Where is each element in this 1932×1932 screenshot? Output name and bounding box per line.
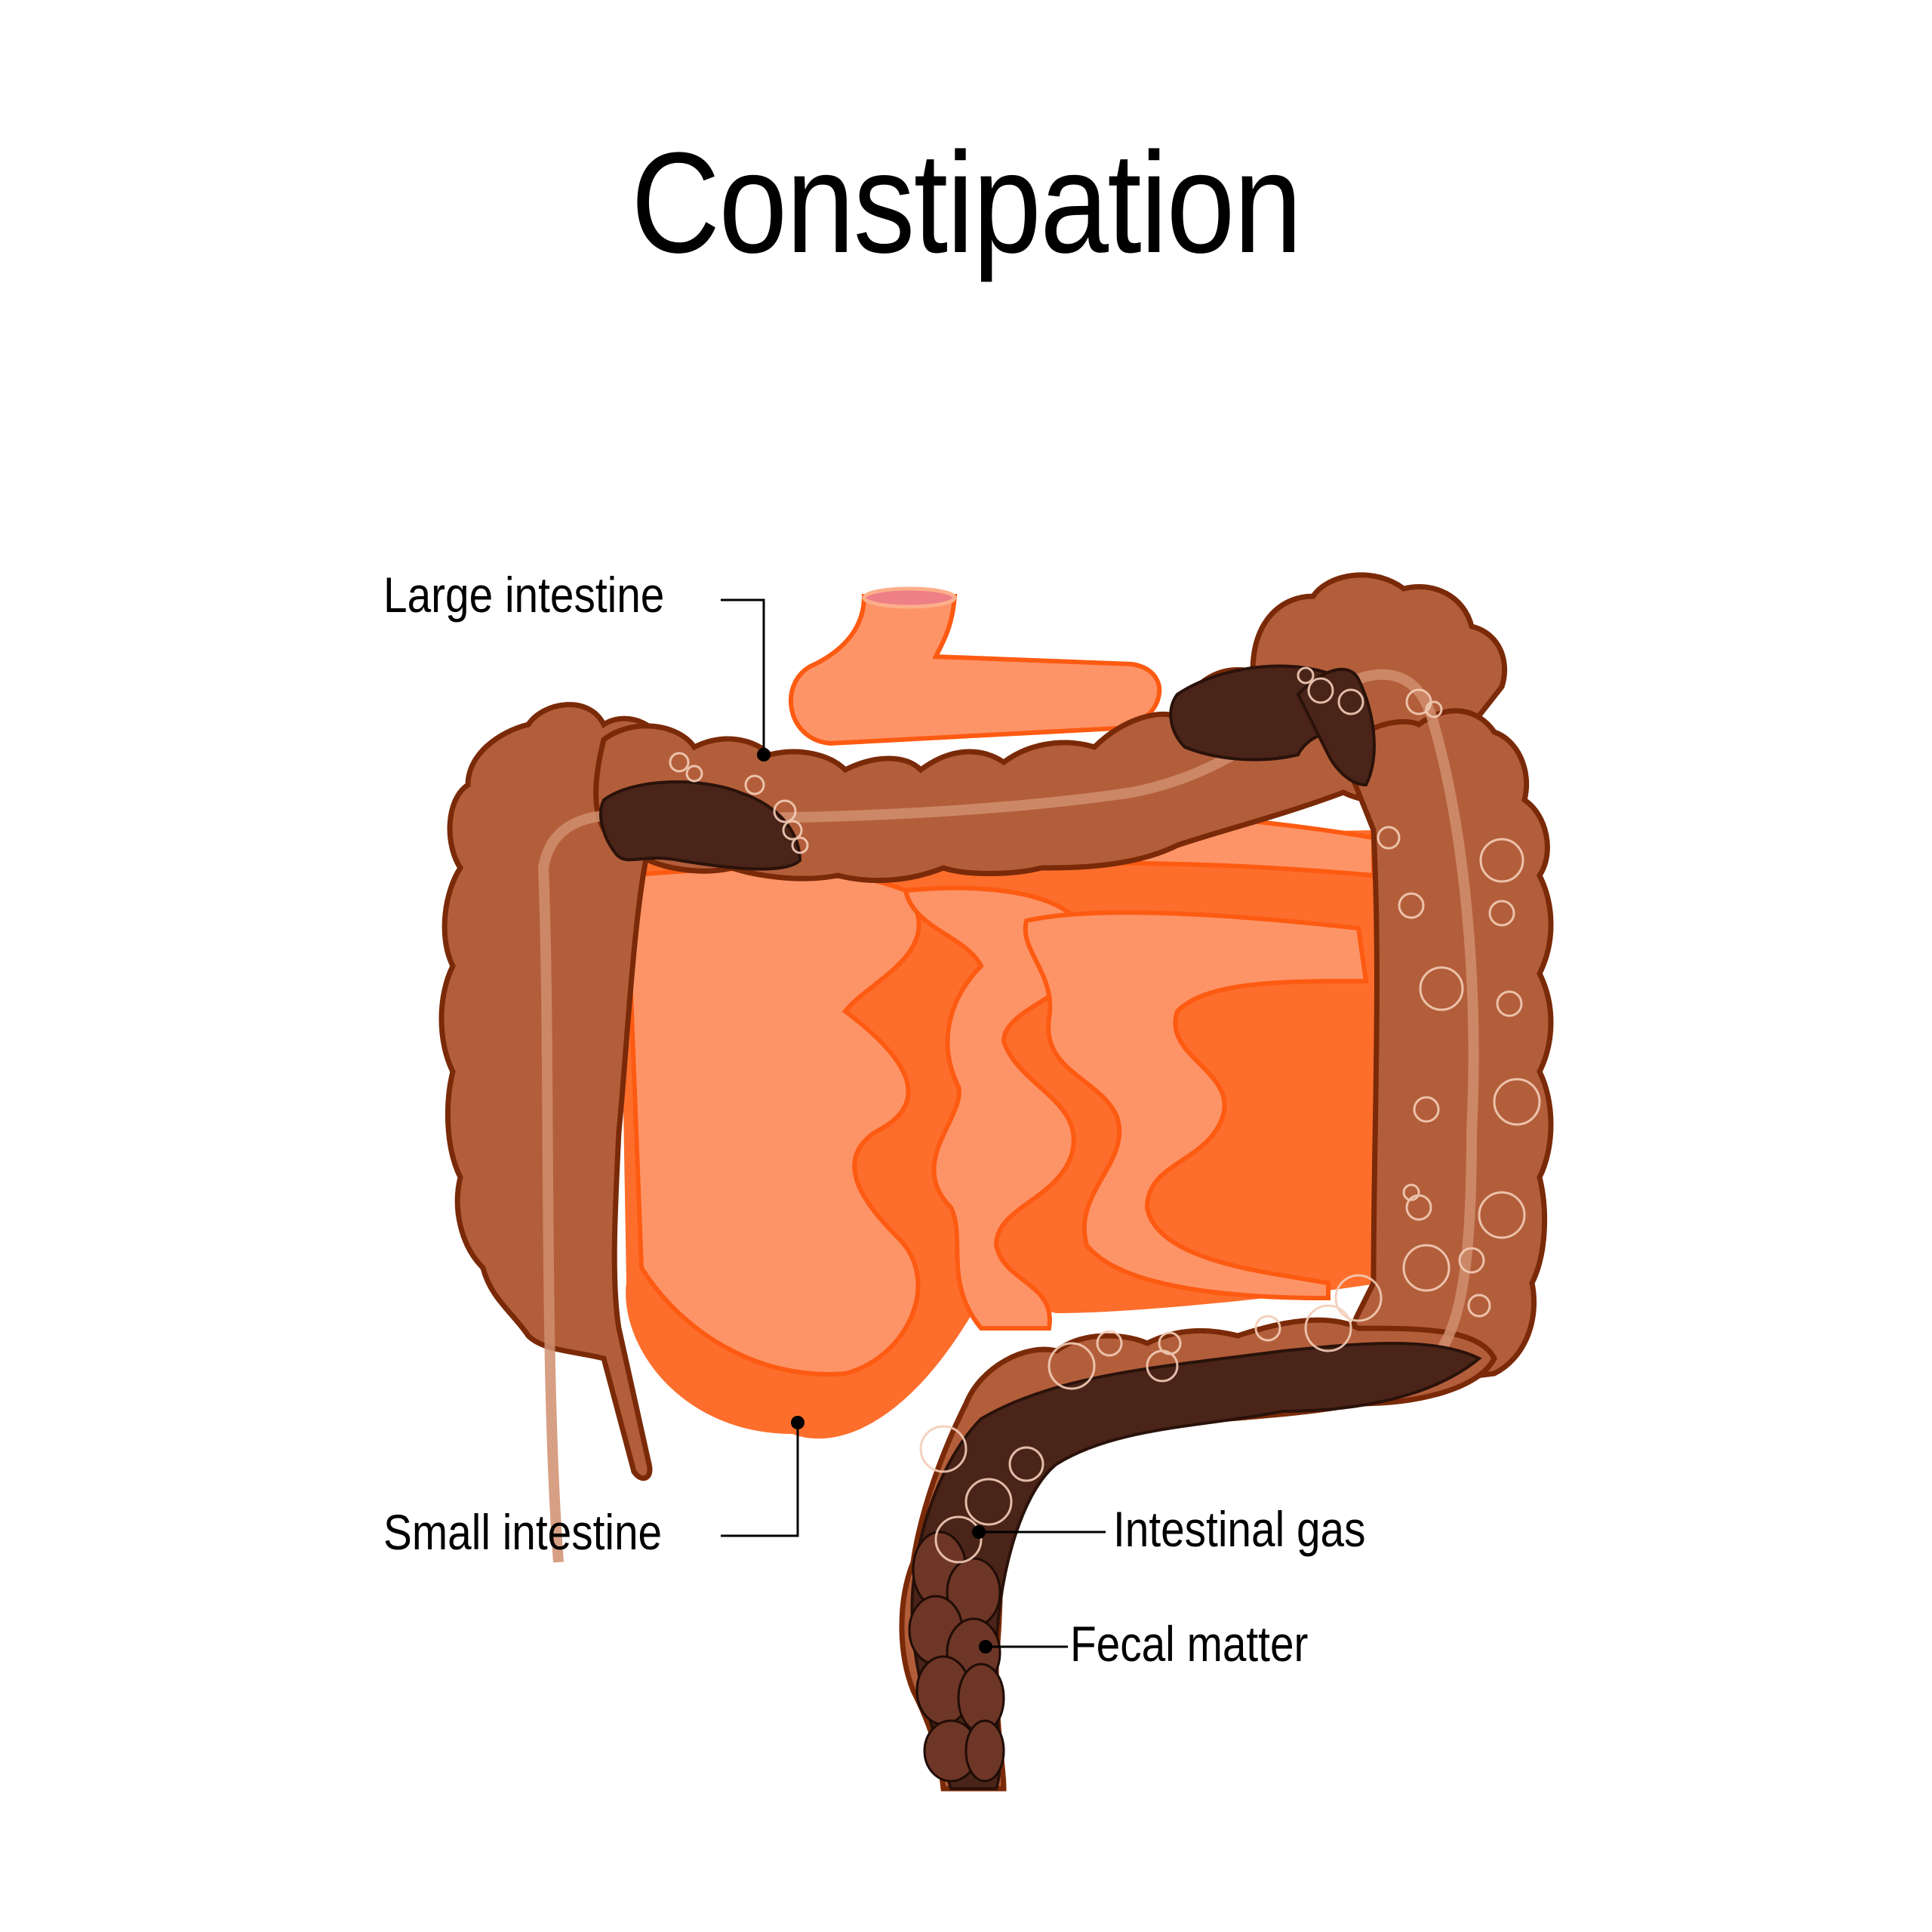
small-intestine-leader-line: [721, 1423, 799, 1537]
label-intestinal-gas: Intestinal gas: [1113, 1501, 1366, 1557]
stomach-duodenum: [788, 586, 1162, 746]
label-large-intestine: Large intestine: [383, 567, 665, 623]
fecal-matter: [599, 664, 1482, 1790]
diagram-title: Constipation: [631, 123, 1302, 283]
label-fecal-matter: Fecal matter: [1070, 1616, 1309, 1672]
label-small-intestine: Small intestine: [383, 1504, 663, 1560]
intestinal-gas: [669, 666, 1541, 1564]
large-intestine-leader-line: [721, 598, 765, 755]
